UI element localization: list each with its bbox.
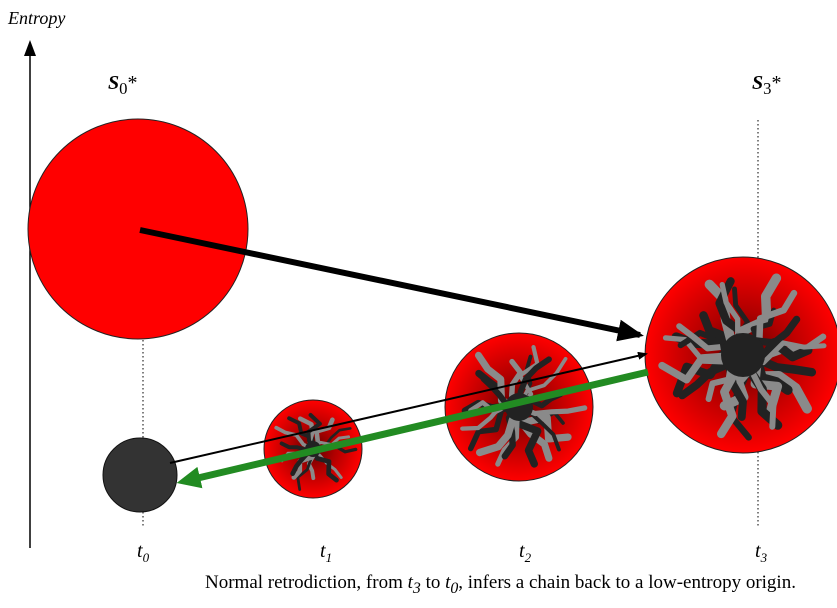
state-label-s0: S0* xyxy=(108,72,138,98)
y-axis-label: Entropy xyxy=(8,8,66,28)
time-tick-t1: t1 xyxy=(320,540,333,565)
texture-core xyxy=(721,333,765,377)
state-t2-circle xyxy=(444,332,594,482)
forward-arrow-s0-to-s3 xyxy=(139,227,644,342)
retrodiction-arrow-t3-to-t0 xyxy=(176,368,649,489)
low-entropy-origin-circle xyxy=(102,437,178,513)
chain-arrow-t0-to-t3 xyxy=(169,351,648,464)
caption: Normal retrodiction, from t3 to t0, infe… xyxy=(205,572,796,597)
state-s3-circle xyxy=(644,256,837,454)
state-label-s3: S3* xyxy=(752,72,782,98)
time-tick-t3: t3 xyxy=(755,540,768,565)
y-axis-arrowhead xyxy=(24,40,36,56)
time-tick-t2: t2 xyxy=(519,540,532,565)
state-s0-circle xyxy=(27,118,249,340)
time-tick-t0: t0 xyxy=(137,540,150,565)
